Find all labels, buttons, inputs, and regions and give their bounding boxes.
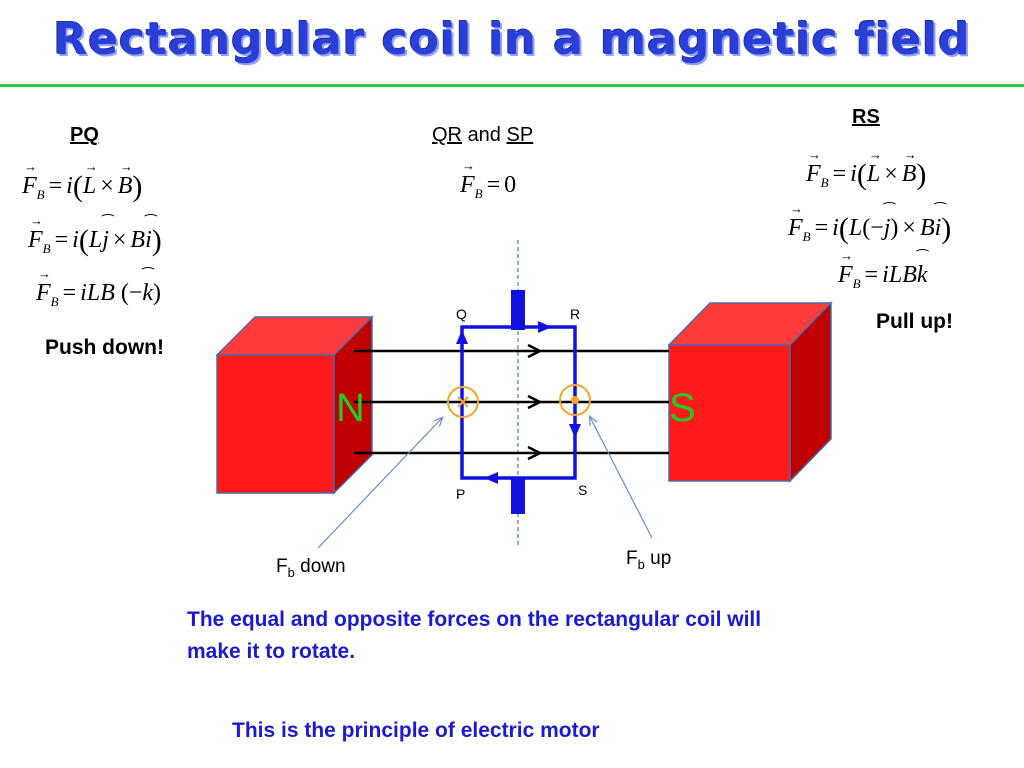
corner-label-s: S <box>578 482 588 498</box>
title-underline <box>0 84 1024 87</box>
shaft-top <box>511 290 525 330</box>
rotation-caption-line-1: The equal and opposite forces on the rec… <box>187 608 762 631</box>
fb-up-pointer <box>590 417 653 539</box>
field-arrow-top <box>527 343 543 359</box>
rs-equation-3: FB=iLBk <box>838 248 928 292</box>
field-arrow-middle <box>527 394 543 410</box>
rs-header: RS <box>852 106 880 128</box>
fb-up-label: Fb up <box>626 548 672 572</box>
north-pole-label: N <box>336 386 365 430</box>
qr-label: QR <box>432 124 462 146</box>
principle-caption: This is the principle of electric motor <box>232 719 600 742</box>
rs-current-arrow <box>569 424 581 438</box>
field-arrow-bottom <box>527 445 543 461</box>
pq-current-arrow <box>456 330 468 344</box>
sp-current-arrow <box>484 472 498 484</box>
rs-note: Pull up! <box>876 310 953 333</box>
qrsp-header: QR and SP <box>432 124 533 147</box>
rotation-caption-line-2: make it to rotate. <box>187 640 356 663</box>
corner-label-p: P <box>456 486 466 502</box>
south-pole-label: S <box>669 386 696 430</box>
field-lines <box>354 343 669 461</box>
rotation-caption: The equal and opposite forces on the rec… <box>187 604 761 668</box>
south-magnet-front <box>668 344 791 482</box>
slide-title: Rectangular coil in a magnetic field <box>53 14 971 65</box>
qr-current-arrow <box>538 321 552 333</box>
south-magnet <box>667 301 833 483</box>
qrsp-joiner: and <box>467 124 501 146</box>
corner-label-r: R <box>570 306 581 322</box>
corner-label-q: Q <box>456 306 467 322</box>
current-into-page-marker <box>447 386 479 418</box>
pq-equation-1: FB=i(L×B) <box>22 159 142 204</box>
pq-header: PQ <box>70 124 99 146</box>
north-magnet-front <box>216 354 335 494</box>
qrsp-equation: FB=0 <box>460 158 517 202</box>
fb-down-pointer <box>317 418 442 549</box>
sp-label: SP <box>506 124 534 146</box>
rs-equation-2: FB=i(L(−j)×Bi) <box>788 201 951 246</box>
pq-equation-3: FB=iLB (−k) <box>36 266 161 310</box>
pq-note: Push down! <box>45 336 164 359</box>
pq-equation-2: FB=i(Lj×Bi) <box>28 213 162 258</box>
north-magnet <box>215 315 374 495</box>
rs-equation-1: FB=i(L×B) <box>806 147 926 192</box>
fb-down-label: Fb down <box>276 556 346 580</box>
qrsp-equation-value: 0 <box>504 172 517 198</box>
shaft-bottom <box>511 478 525 514</box>
current-out-of-page-marker <box>559 384 591 416</box>
